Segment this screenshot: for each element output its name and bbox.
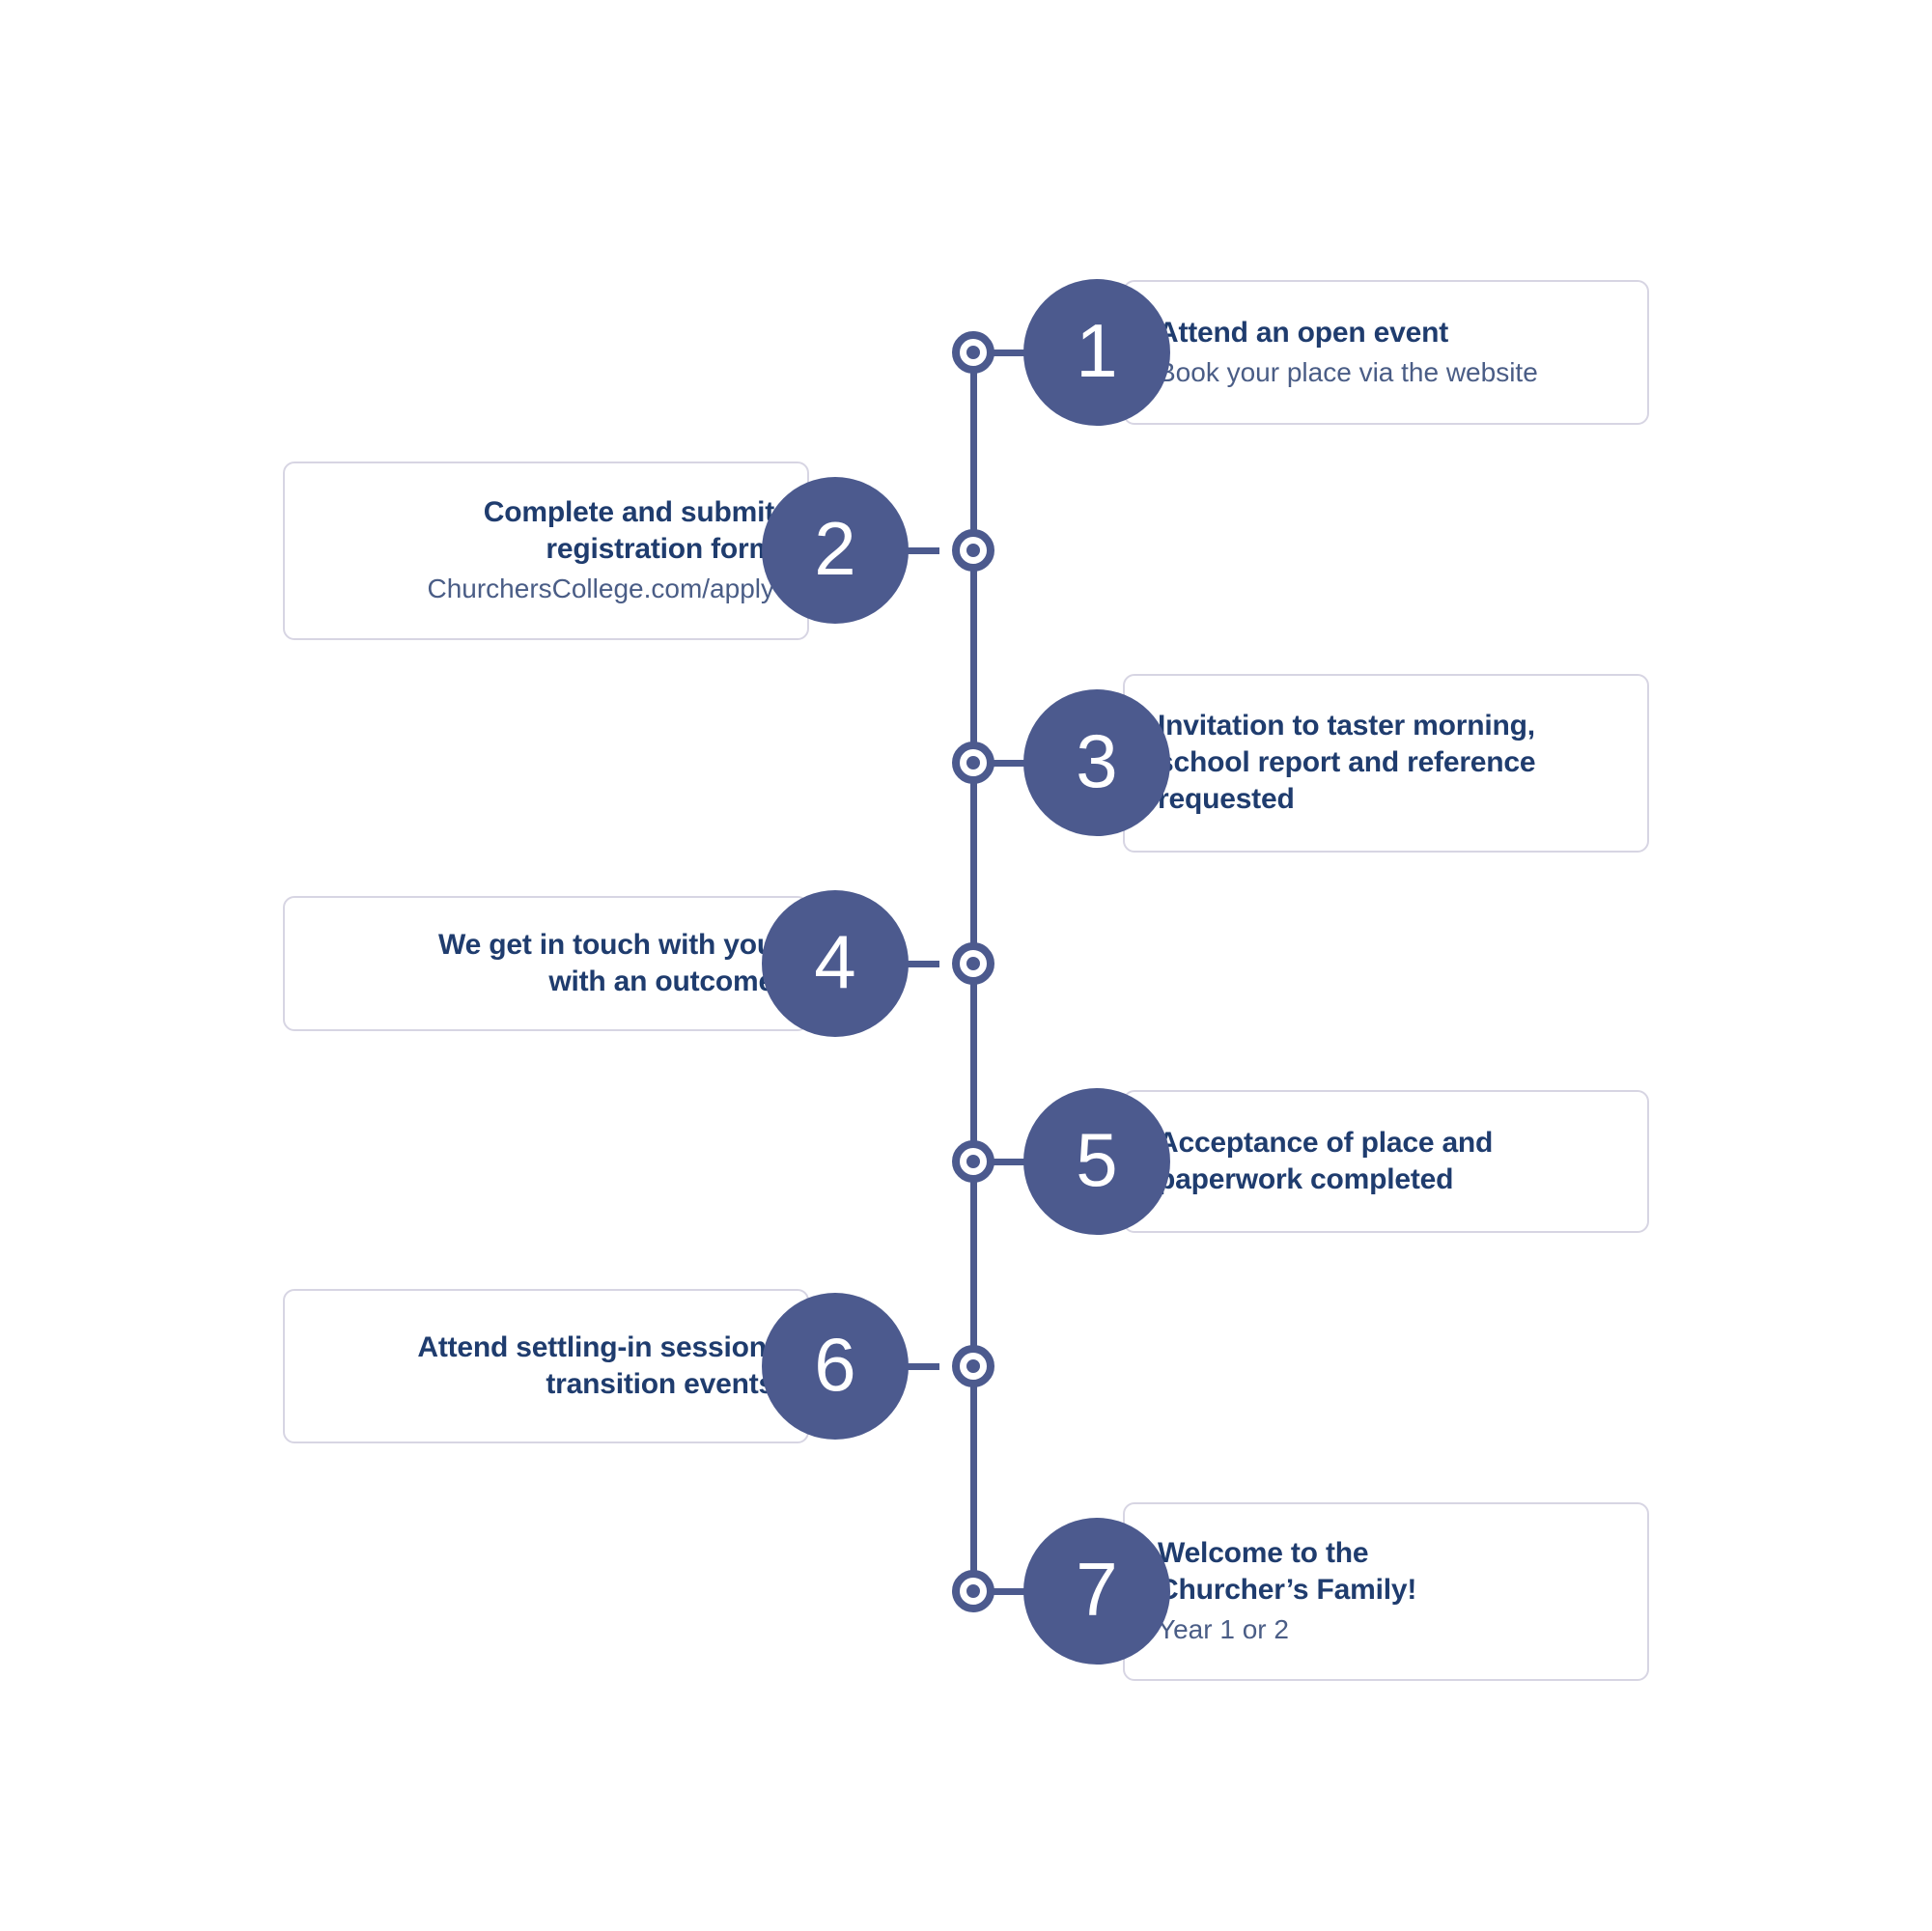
timeline-node-dot-icon: [966, 1155, 980, 1168]
step-connector-stub: [993, 1588, 1041, 1595]
step-connector-stub: [993, 350, 1041, 356]
step-subtitle: ChurchersCollege.com/apply: [427, 573, 774, 603]
step-number-circle: 6: [762, 1293, 909, 1440]
timeline-node-dot-icon: [966, 1584, 980, 1598]
step-subtitle: Book your place via the website: [1158, 356, 1538, 387]
timeline-node-dot-icon: [966, 957, 980, 970]
timeline-node-dot-icon: [966, 1359, 980, 1373]
step-number-circle: 5: [1023, 1088, 1170, 1235]
step-number-label: 2: [814, 506, 856, 591]
timeline-node-dot-icon: [966, 346, 980, 359]
step-connector-stub: [891, 547, 939, 554]
step-card: Welcome to the Churcher’s Family! Year 1 …: [1123, 1501, 1649, 1681]
step-title: Acceptance of place and paperwork comple…: [1158, 1127, 1494, 1195]
step-title: Welcome to the Churcher’s Family!: [1158, 1537, 1417, 1606]
timeline-node-icon: [952, 1570, 994, 1612]
timeline-node-icon: [952, 1345, 994, 1387]
step-card: We get in touch with you with an outcome: [283, 896, 809, 1031]
step-number-label: 6: [814, 1322, 856, 1407]
step-number-label: 4: [814, 919, 856, 1004]
step-number-label: 5: [1076, 1117, 1118, 1202]
step-subtitle: Year 1 or 2: [1158, 1613, 1289, 1644]
step-title: Attend settling-in session/ transition e…: [417, 1331, 774, 1400]
timeline-node-icon: [952, 942, 994, 985]
step-card: Invitation to taster morning, school rep…: [1123, 673, 1649, 853]
step-number-circle: 1: [1023, 279, 1170, 426]
step-connector-stub: [993, 1159, 1041, 1165]
timeline-node-icon: [952, 529, 994, 572]
timeline-node-icon: [952, 742, 994, 784]
step-number-circle: 4: [762, 890, 909, 1037]
step-title: Invitation to taster morning, school rep…: [1158, 710, 1536, 815]
step-title: We get in touch with you with an outcome: [438, 929, 774, 997]
step-connector-stub: [891, 961, 939, 967]
step-number-circle: 7: [1023, 1518, 1170, 1665]
timeline-node-dot-icon: [966, 756, 980, 770]
step-number-circle: 3: [1023, 689, 1170, 836]
step-title: Complete and submit registration form: [483, 496, 774, 565]
timeline-node-dot-icon: [966, 544, 980, 557]
step-number-label: 7: [1076, 1547, 1118, 1632]
step-connector-stub: [891, 1363, 939, 1370]
timeline-node-icon: [952, 331, 994, 374]
step-title: Attend an open event: [1158, 316, 1449, 349]
step-card: Acceptance of place and paperwork comple…: [1123, 1090, 1649, 1233]
step-connector-stub: [993, 760, 1041, 767]
step-number-label: 1: [1076, 308, 1118, 393]
step-number-label: 3: [1076, 718, 1118, 803]
timeline-node-icon: [952, 1140, 994, 1183]
step-number-circle: 2: [762, 477, 909, 624]
step-card: Attend settling-in session/ transition e…: [283, 1289, 809, 1443]
